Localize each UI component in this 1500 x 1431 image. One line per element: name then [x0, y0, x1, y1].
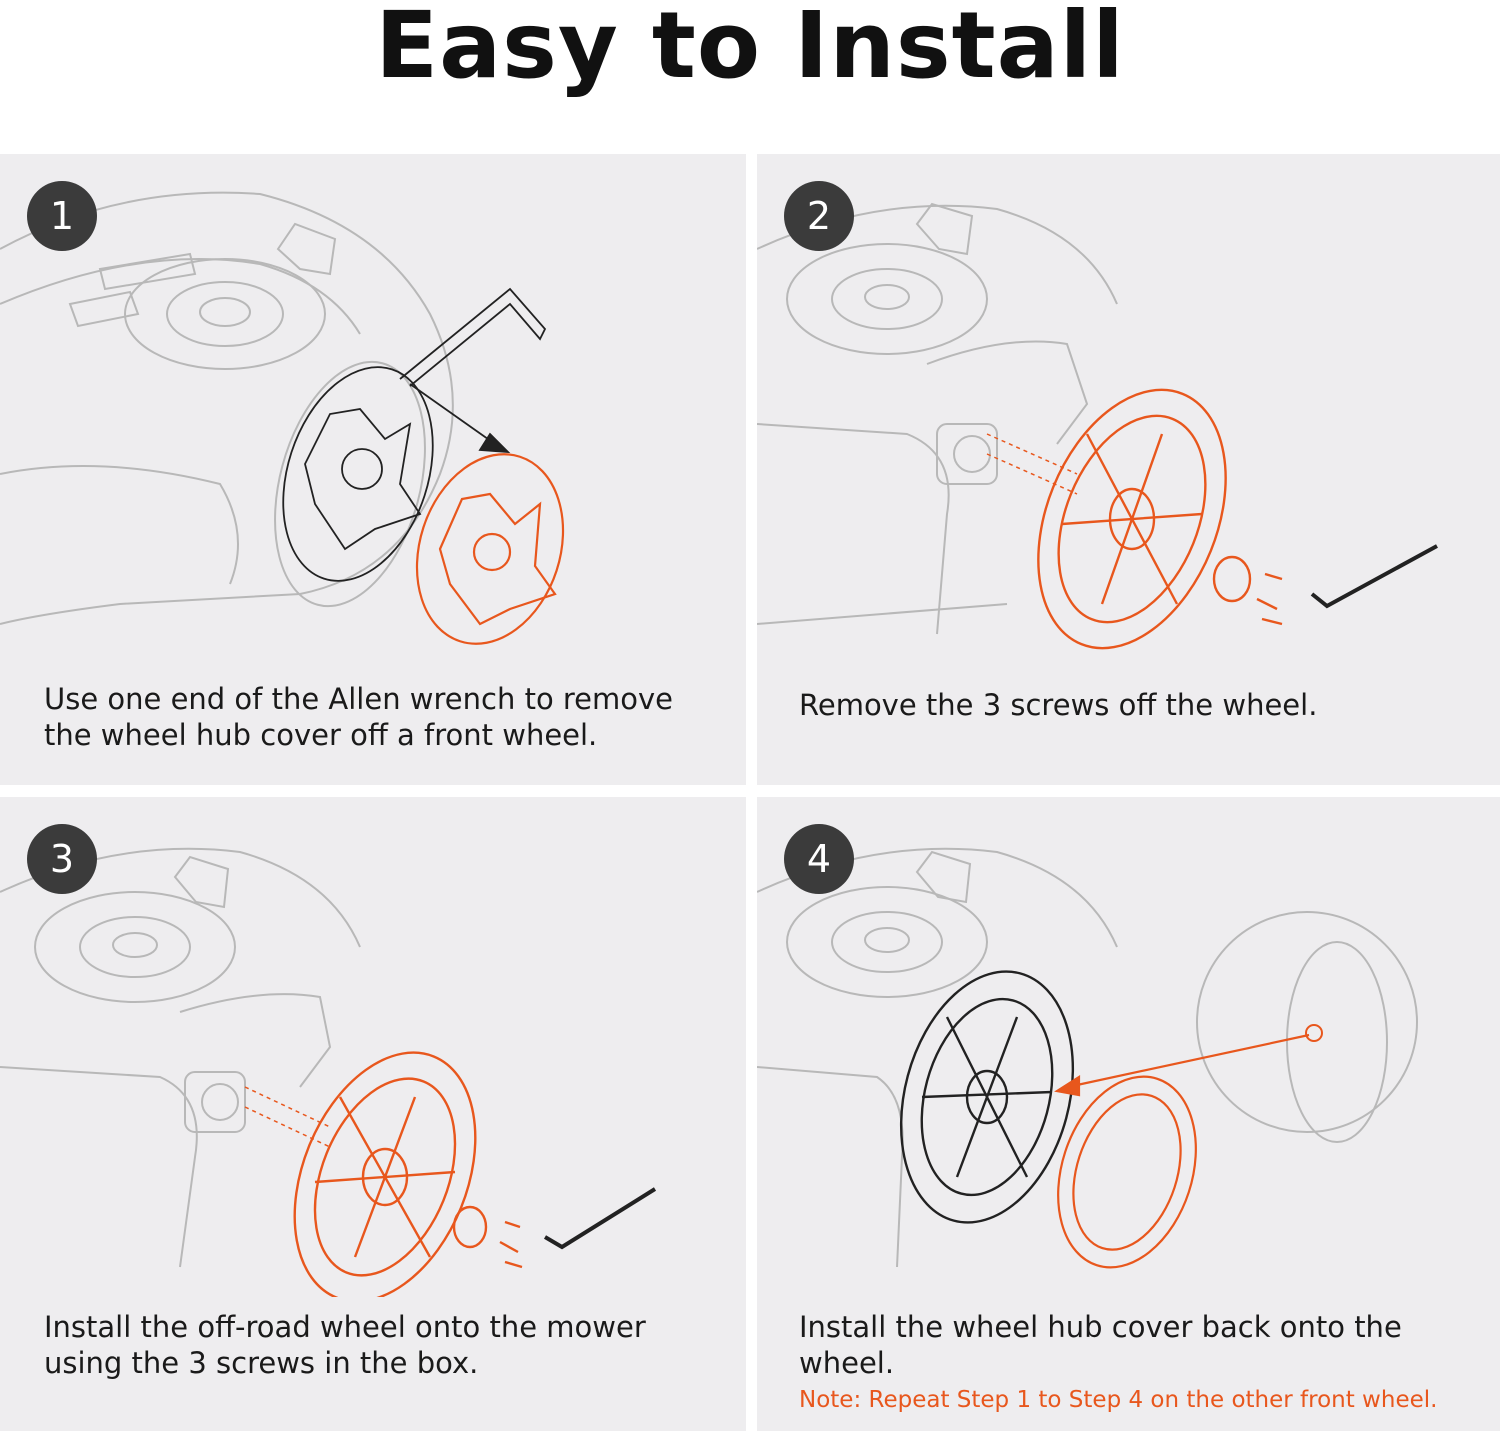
step-1-panel: 1 Use one end of the Allen wrench to rem…: [0, 154, 746, 785]
step-1-badge: 1: [27, 181, 97, 251]
step-4-badge: 4: [784, 824, 854, 894]
step-2-panel: 2 Remove the 3 screws off the wheel.: [757, 154, 1500, 785]
step-4-note: Note: Repeat Step 1 to Step 4 on the oth…: [799, 1387, 1438, 1413]
step-1-illustration: [0, 191, 565, 645]
step-3-caption: Install the off-road wheel onto the mowe…: [44, 1310, 646, 1380]
step-3-illustration: [0, 847, 657, 1297]
step-1-caption: Use one end of the Allen wrench to remov…: [44, 682, 674, 752]
step-4-panel: 4 Install the wheel hub cover back onto …: [757, 797, 1500, 1431]
step-3-panel: 3 Install the off-road wheel onto the mo…: [0, 797, 746, 1431]
step-3-badge: 3: [27, 824, 97, 894]
step-2-caption: Remove the 3 screws off the wheel.: [799, 688, 1318, 722]
page-title: Easy to Install: [375, 0, 1125, 99]
step-2-illustration: [757, 202, 1438, 650]
step-4-illustration: [757, 847, 1418, 1269]
step-2-badge: 2: [784, 181, 854, 251]
step-4-caption: Install the wheel hub cover back onto th…: [799, 1310, 1402, 1380]
